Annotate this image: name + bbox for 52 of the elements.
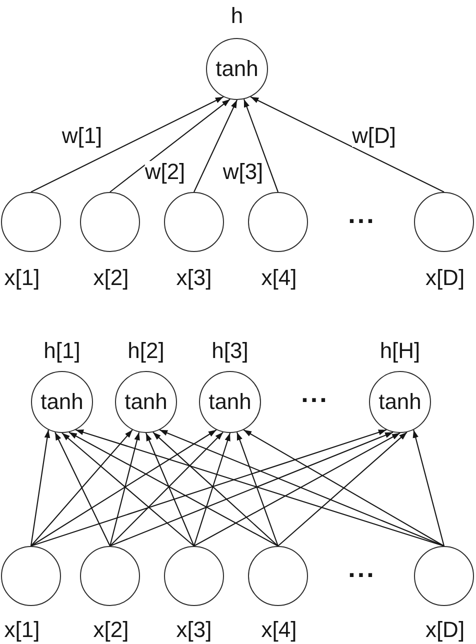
function-label: tanh <box>40 391 84 413</box>
variable-label: h[H] <box>380 340 420 362</box>
arrow <box>30 429 387 547</box>
variable-label: x[4] <box>261 267 297 289</box>
arrow <box>30 429 217 546</box>
variable-label: x[3] <box>176 267 212 289</box>
variable-label: h[1] <box>44 340 80 362</box>
arrow <box>109 432 140 546</box>
arrow <box>30 96 224 192</box>
function-label: tanh <box>124 391 168 413</box>
arrow <box>146 432 194 546</box>
arrow <box>194 432 400 546</box>
variable-label: h[2] <box>128 340 164 362</box>
weight-label: w[2] <box>144 161 186 183</box>
ellipsis: ... <box>348 555 376 581</box>
arrow <box>243 429 444 546</box>
variable-label: x[2] <box>93 619 129 641</box>
variable-label: h <box>230 5 244 27</box>
variable-label: x[2] <box>93 267 129 289</box>
arrow <box>250 96 444 192</box>
arrow <box>75 429 444 547</box>
weight-label: w[D] <box>352 125 396 147</box>
variable-label: x[1] <box>4 619 40 641</box>
arrow <box>159 429 444 546</box>
function-label: tanh <box>208 391 252 413</box>
variable-label: x[1] <box>4 267 40 289</box>
arrow <box>412 430 445 546</box>
arrow <box>110 432 224 546</box>
arrow <box>152 432 278 546</box>
arrow <box>30 430 50 546</box>
arrow <box>54 432 110 546</box>
variable-label: x[4] <box>261 619 297 641</box>
arrow <box>278 432 408 546</box>
ellipsis: ... <box>348 201 376 227</box>
arrow <box>30 430 133 546</box>
variable-label: x[D] <box>425 267 465 289</box>
weight-label: w[1] <box>62 125 102 147</box>
variable-label: x[D] <box>425 619 465 641</box>
arrow <box>62 432 194 546</box>
arrow <box>193 432 231 546</box>
variable-label: x[3] <box>176 619 212 641</box>
function-label: tanh <box>216 58 258 80</box>
arrow <box>243 99 279 192</box>
ellipsis: ... <box>301 380 329 406</box>
arrow <box>110 432 394 547</box>
arrow <box>236 432 279 546</box>
arrow <box>194 100 238 192</box>
function-label: tanh <box>378 391 422 413</box>
arrow <box>68 432 278 546</box>
variable-label: h[3] <box>212 340 248 362</box>
arrow <box>110 98 230 192</box>
weight-label: w[3] <box>222 161 264 183</box>
